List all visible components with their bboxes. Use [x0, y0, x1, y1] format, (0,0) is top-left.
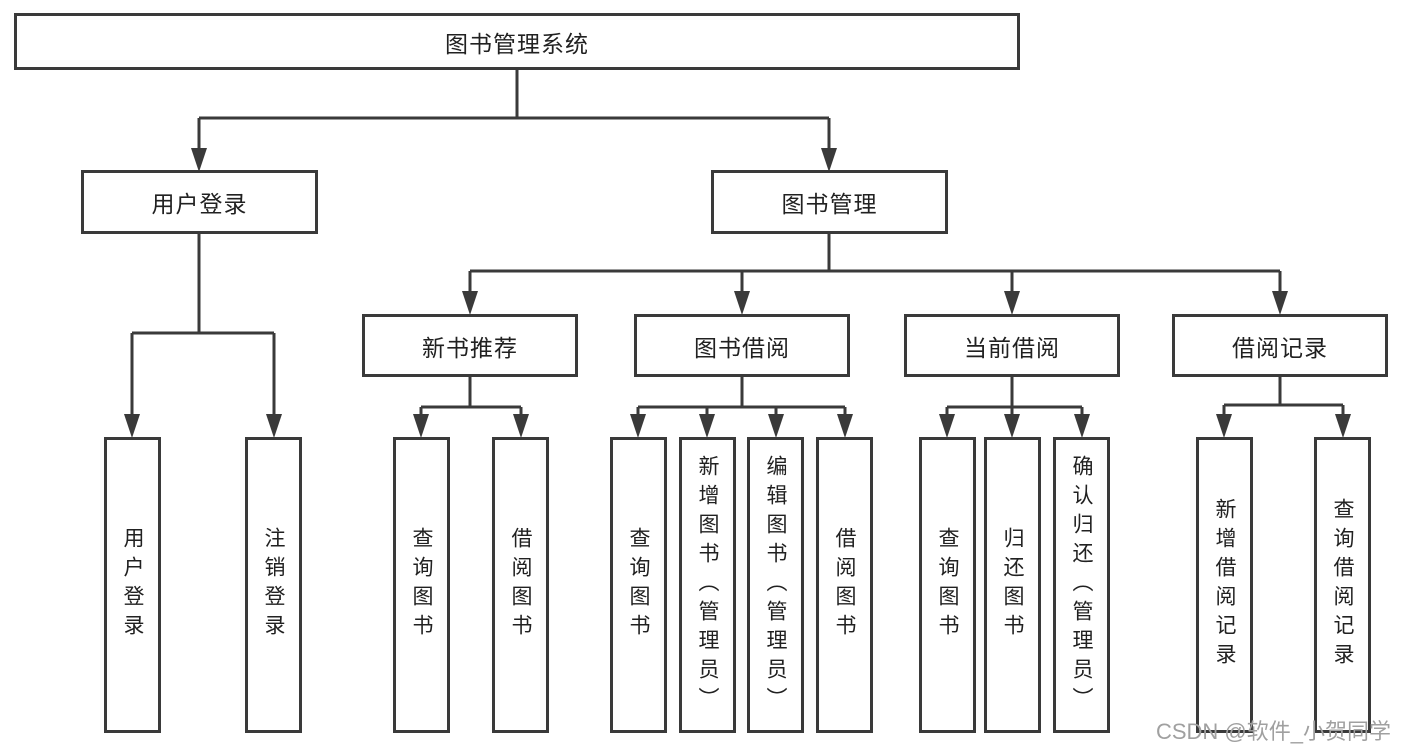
- leaf-query-books-borrowing: 查询图书: [610, 437, 667, 733]
- node-root-system: 图书管理系统: [14, 13, 1020, 70]
- arrow-down-icon: [1004, 414, 1020, 438]
- leaf-user-login: 用户登录: [104, 437, 161, 733]
- leaf-add-books-admin: 新增图书（管理员）: [679, 437, 736, 733]
- leaf-label: 注销登录: [262, 527, 285, 643]
- leaf-label: 查询借阅记录: [1331, 498, 1354, 672]
- node-current-borrowing: 当前借阅: [904, 314, 1120, 377]
- leaf-query-books-current: 查询图书: [919, 437, 976, 733]
- arrow-down-icon: [1216, 414, 1232, 438]
- node-label: 新书推荐: [422, 334, 518, 361]
- leaf-label: 新增借阅记录: [1213, 498, 1236, 672]
- leaf-borrow-books: 借阅图书: [816, 437, 873, 733]
- leaf-label: 查询图书: [627, 527, 650, 643]
- node-book-borrowing: 图书借阅: [634, 314, 850, 377]
- leaf-label: 借阅图书: [833, 527, 856, 643]
- node-new-book-recommend: 新书推荐: [362, 314, 578, 377]
- arrow-down-icon: [191, 148, 207, 172]
- arrow-down-icon: [1272, 291, 1288, 315]
- arrow-down-icon: [821, 148, 837, 172]
- arrow-down-icon: [266, 414, 282, 438]
- connector-root-split: [191, 70, 837, 172]
- leaf-label: 借阅图书: [509, 527, 532, 643]
- leaf-label: 编辑图书（管理员）: [764, 454, 787, 716]
- connector-new-book-split: [413, 377, 529, 438]
- connector-book-borrowing-split: [630, 377, 853, 438]
- leaf-label: 查询图书: [936, 527, 959, 643]
- csdn-watermark: CSDN @软件_小贺同学: [1155, 719, 1391, 744]
- leaf-label: 用户登录: [121, 527, 144, 643]
- arrow-down-icon: [462, 291, 478, 315]
- leaf-return-books: 归还图书: [984, 437, 1041, 733]
- arrow-down-icon: [630, 414, 646, 438]
- arrow-down-icon: [939, 414, 955, 438]
- arrow-down-icon: [837, 414, 853, 438]
- connector-book-management-split: [462, 234, 1288, 315]
- leaf-edit-books-admin: 编辑图书（管理员）: [747, 437, 804, 733]
- connector-borrowing-record-split: [1216, 377, 1351, 438]
- node-book-management: 图书管理: [711, 170, 948, 234]
- leaf-label: 查询图书: [410, 527, 433, 643]
- node-label: 用户登录: [151, 191, 248, 217]
- arrow-down-icon: [1004, 291, 1020, 315]
- node-borrowing-record: 借阅记录: [1172, 314, 1388, 377]
- leaf-borrow-books-recommend: 借阅图书: [492, 437, 549, 733]
- leaf-label: 归还图书: [1001, 527, 1024, 643]
- arrow-down-icon: [124, 414, 140, 438]
- leaf-label: 确认归还（管理员）: [1070, 454, 1093, 716]
- connector-current-borrowing-split: [939, 377, 1090, 438]
- leaf-logout: 注销登录: [245, 437, 302, 733]
- arrow-down-icon: [699, 414, 715, 438]
- node-user-login: 用户登录: [81, 170, 318, 234]
- arrow-down-icon: [768, 414, 784, 438]
- node-label: 当前借阅: [964, 334, 1060, 361]
- node-label: 图书管理: [781, 191, 878, 217]
- arrow-down-icon: [513, 414, 529, 438]
- arrow-down-icon: [413, 414, 429, 438]
- leaf-label: 新增图书（管理员）: [696, 454, 719, 716]
- connector-user-login-split: [124, 234, 282, 438]
- node-label: 图书管理系统: [445, 30, 589, 57]
- leaf-query-borrow-record: 查询借阅记录: [1314, 437, 1371, 733]
- node-label: 借阅记录: [1232, 334, 1328, 361]
- leaf-confirm-return-admin: 确认归还（管理员）: [1053, 437, 1110, 733]
- node-label: 图书借阅: [694, 334, 790, 361]
- leaf-add-borrow-record: 新增借阅记录: [1196, 437, 1253, 733]
- leaf-query-books-recommend: 查询图书: [393, 437, 450, 733]
- arrow-down-icon: [1074, 414, 1090, 438]
- arrow-down-icon: [1335, 414, 1351, 438]
- arrow-down-icon: [734, 291, 750, 315]
